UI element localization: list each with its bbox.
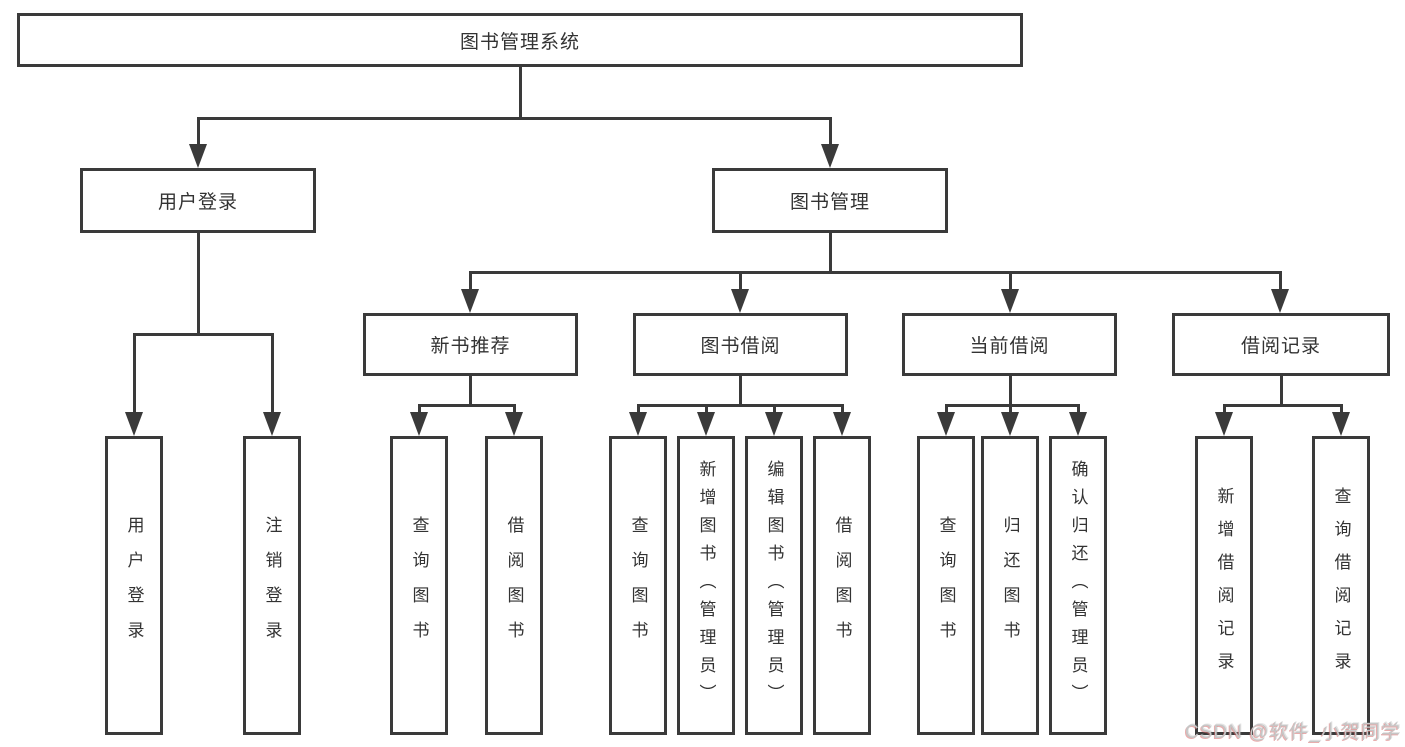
connector-root-stem: [519, 64, 522, 120]
node-new-book-recommend: 新书推荐: [363, 313, 578, 376]
connector-level3-split: [469, 271, 1282, 274]
node-label: 用户登录: [157, 192, 238, 213]
node-label: 归还图书: [1000, 515, 1020, 656]
arrowhead: [189, 144, 207, 168]
node-borrowing-records: 借阅记录: [1172, 313, 1390, 376]
leaf-add-borrow-record: 新增借阅记录: [1195, 436, 1253, 735]
node-library-system: 图书管理系统: [17, 13, 1023, 67]
node-label: 用户登录: [124, 515, 144, 656]
connector-drop-current-borrowing: [1009, 271, 1012, 293]
connector-borrowing-records-stem: [1280, 374, 1283, 407]
connector-drop: [945, 404, 948, 416]
connector-drop-user-login: [197, 117, 200, 147]
watermark-text: CSDN @软件_小贺同学: [1185, 722, 1401, 743]
connector-drop: [418, 404, 421, 416]
node-label: 查询图书: [936, 515, 956, 656]
connector-book-management-stem: [829, 230, 832, 274]
connector-drop-book-borrowing: [739, 271, 742, 293]
connector-book-borrowing-stem: [739, 374, 742, 407]
arrowhead: [821, 144, 839, 168]
connector-drop: [1009, 404, 1012, 416]
connector-drop: [1223, 404, 1226, 416]
connector-user-login-split: [133, 333, 274, 336]
node-label: 图书管理系统: [459, 31, 580, 53]
node-label: 编辑图书（管理员）: [764, 459, 784, 712]
node-label: 图书管理: [789, 192, 870, 213]
connector-drop-new-book: [469, 271, 472, 293]
connector-borrowing-records-split: [1223, 404, 1343, 407]
connector-drop: [1077, 404, 1080, 416]
arrowhead: [1069, 412, 1087, 436]
arrowhead: [1271, 289, 1289, 313]
leaf-logout: 注销登录: [243, 436, 301, 735]
connector-book-borrowing-split: [637, 404, 844, 407]
arrowhead: [765, 412, 783, 436]
node-label: 查询图书: [628, 515, 648, 656]
arrowhead: [410, 412, 428, 436]
connector-drop-book-management: [829, 117, 832, 147]
leaf-query-book-current: 查询图书: [917, 436, 975, 735]
node-label: 图书借阅: [700, 336, 781, 357]
node-label: 新增借阅记录: [1214, 486, 1234, 685]
connector-drop: [1340, 404, 1343, 416]
node-label: 新增图书（管理员）: [696, 459, 716, 712]
connector-level2-split: [197, 117, 832, 120]
arrowhead: [263, 412, 281, 436]
leaf-edit-book-admin: 编辑图书（管理员）: [745, 436, 803, 735]
connector-drop: [513, 404, 516, 416]
node-label: 查询借阅记录: [1331, 486, 1351, 685]
connector-current-borrowing-split: [945, 404, 1080, 407]
node-book-management: 图书管理: [712, 168, 948, 233]
node-label: 借阅图书: [832, 515, 852, 656]
leaf-user-login: 用户登录: [105, 436, 163, 735]
node-label: 注销登录: [262, 515, 282, 656]
arrowhead: [629, 412, 647, 436]
arrowhead: [1001, 412, 1019, 436]
leaf-query-book-borrowing: 查询图书: [609, 436, 667, 735]
connector-new-book-split: [418, 404, 516, 407]
connector-drop-borrowing-records: [1279, 271, 1282, 293]
connector-user-login-stem: [197, 230, 200, 336]
leaf-return-book: 归还图书: [981, 436, 1039, 735]
arrowhead: [1001, 289, 1019, 313]
connector-drop-leaf-user-login: [133, 333, 136, 415]
leaf-borrow-book-borrowing: 借阅图书: [813, 436, 871, 735]
arrowhead: [1215, 412, 1233, 436]
connector-new-book-stem: [469, 374, 472, 407]
connector-drop-leaf-logout: [271, 333, 274, 415]
node-label: 查询图书: [409, 515, 429, 656]
arrowhead: [505, 412, 523, 436]
leaf-confirm-return-admin: 确认归还（管理员）: [1049, 436, 1107, 735]
connector-drop: [637, 404, 640, 416]
arrowhead: [833, 412, 851, 436]
arrowhead: [461, 289, 479, 313]
node-book-borrowing: 图书借阅: [633, 313, 848, 376]
connector-current-borrowing-stem: [1009, 374, 1012, 407]
connector-drop: [705, 404, 708, 416]
leaf-borrow-book-recommend: 借阅图书: [485, 436, 543, 735]
arrowhead: [1332, 412, 1350, 436]
node-label: 借阅图书: [504, 515, 524, 656]
arrowhead: [697, 412, 715, 436]
arrowhead: [125, 412, 143, 436]
arrowhead: [937, 412, 955, 436]
arrowhead: [731, 289, 749, 313]
leaf-query-book-recommend: 查询图书: [390, 436, 448, 735]
connector-drop: [841, 404, 844, 416]
node-label: 确认归还（管理员）: [1068, 459, 1088, 712]
node-label: 当前借阅: [969, 336, 1050, 357]
node-label: 新书推荐: [430, 336, 511, 357]
node-user-login: 用户登录: [80, 168, 316, 233]
connector-drop: [773, 404, 776, 416]
leaf-query-borrow-record: 查询借阅记录: [1312, 436, 1370, 735]
leaf-add-book-admin: 新增图书（管理员）: [677, 436, 735, 735]
node-current-borrowing: 当前借阅: [902, 313, 1117, 376]
node-label: 借阅记录: [1240, 336, 1321, 357]
